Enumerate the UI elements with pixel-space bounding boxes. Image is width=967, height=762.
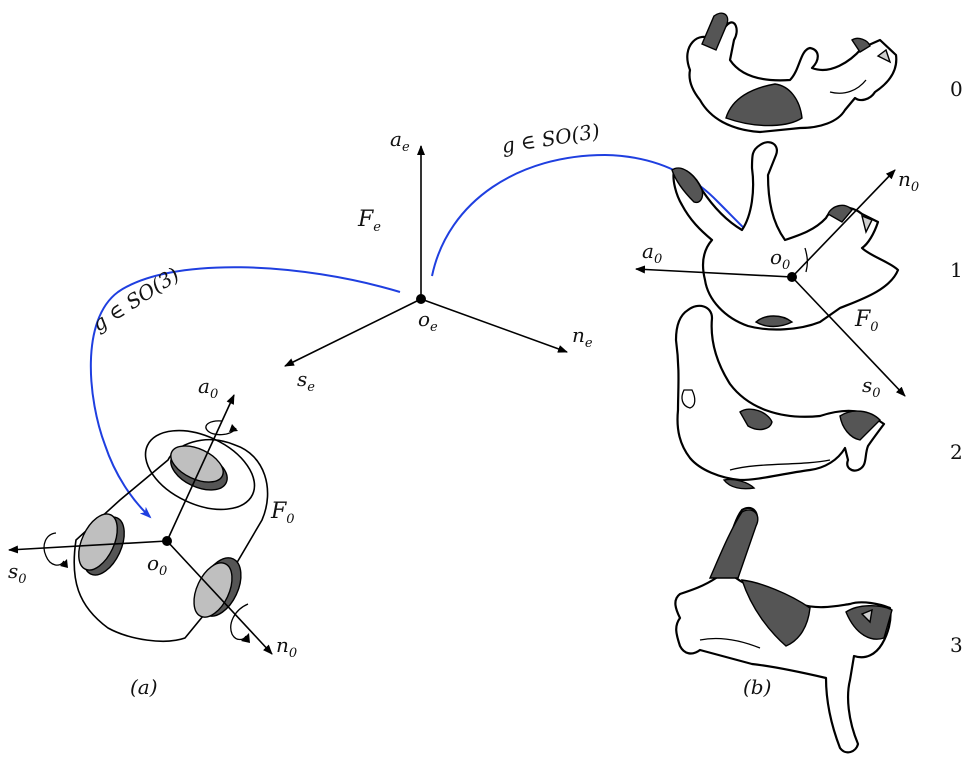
top-disk [170,445,224,483]
body-origin-label: o0 [147,551,167,579]
rotation-arrow-icon [205,420,238,436]
caption-a: (a) [130,675,158,699]
end-frame-origin-label: oe [418,307,438,335]
left-disk [78,513,118,571]
end-frame-a-label: ae [390,127,410,155]
cat-step-0: 0 [950,77,963,101]
cat-n-label: n0 [898,167,919,195]
end-frame-s-label: se [297,367,315,395]
end-frame-n-axis [420,298,568,353]
cat-n-axis [791,169,896,278]
cat-step-1: 1 [950,258,963,282]
cat-pose-0 [686,12,898,134]
end-frame: ae ne se oe Fe [284,127,593,395]
cat-origin-label: o0 [770,245,790,273]
rigid-body: a0 n0 s0 o0 F0 [8,374,297,661]
body-s-label: s0 [8,559,27,587]
body-a-axis [166,394,235,542]
cat-s-axis [791,276,906,397]
rotation-arrow-icon [230,603,250,643]
cat-a-label: a0 [642,239,662,267]
right-arc [431,153,767,277]
body-origin-dot [162,536,172,546]
cat-origin-dot [787,272,797,282]
cat-sequence: n0 a0 s0 o0 F0 [635,12,919,754]
body-a-label: a0 [198,374,218,402]
right-arc-label: g ∈ SO(3) [500,119,601,158]
cat-step-3: 3 [950,633,963,657]
cat-pose-3 [674,506,893,754]
cat-step-2: 2 [950,440,963,464]
caption-b: (b) [743,675,771,699]
end-frame-origin-dot [416,294,426,304]
end-frame-n-label: ne [572,323,593,351]
cat-frame-title: F0 [854,307,879,335]
cat-pose-2 [674,304,886,490]
body-n-axis [166,540,273,655]
rotation-arrow-icon [43,532,68,568]
cat-a-axis [635,265,793,278]
cat-pose-1 [671,141,900,331]
body-frame-title: F0 [270,499,295,527]
left-arc [89,266,401,519]
left-arc-label: g ∈ SO(3) [88,262,184,336]
cat-s-label: s0 [862,373,881,401]
end-frame-title: Fe [357,207,381,235]
body-n-label: n0 [276,633,297,661]
body-s-axis [8,540,168,554]
end-frame-s-axis [284,298,422,367]
